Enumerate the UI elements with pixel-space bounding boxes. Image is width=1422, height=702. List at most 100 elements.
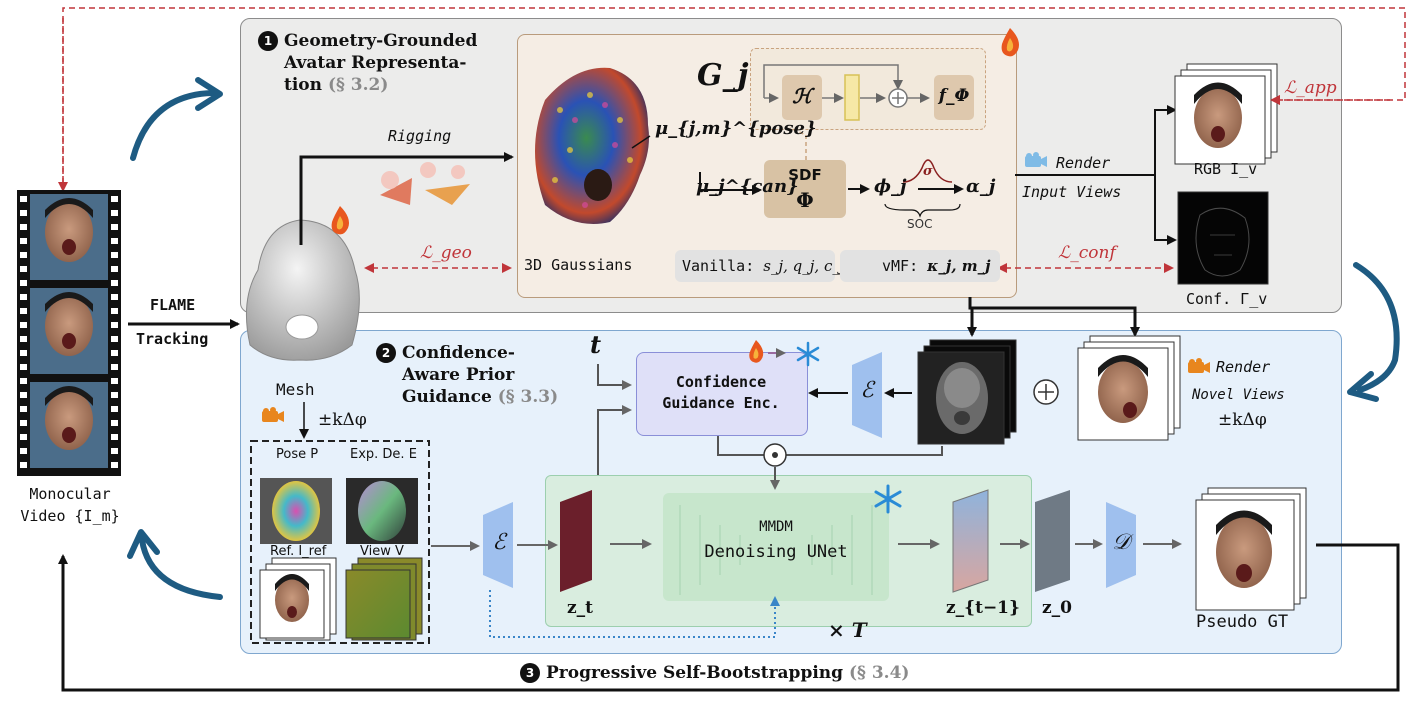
sigma-curve <box>902 159 953 183</box>
pose-map <box>260 478 332 544</box>
latent-z0 <box>1035 490 1070 592</box>
novel-pm-label: ±kΔφ <box>1218 410 1267 430</box>
l-app-label: ℒ_app <box>1284 78 1337 98</box>
encoder-e-confidence <box>852 352 882 438</box>
tracking-label: Tracking <box>136 330 209 348</box>
flame-icon <box>331 206 349 235</box>
render2-label: Render <box>1216 358 1271 376</box>
f-phi-label: f_Φ <box>938 86 970 106</box>
snowflake-icon-unet <box>874 484 902 514</box>
gaussian-head <box>535 67 649 224</box>
f-phi-module <box>934 75 974 120</box>
novel-views-label: Novel Views <box>1192 387 1285 403</box>
mu-pose-label: μ_{j,m}^{pose} <box>655 118 817 139</box>
camera-icon-mesh <box>262 407 284 422</box>
rigging-arrow <box>299 152 514 245</box>
l-conf-label: ℒ_conf <box>1058 243 1116 263</box>
ref-image-stack <box>259 557 337 641</box>
exp-map <box>346 478 418 544</box>
z0-label: z_0 <box>1042 598 1072 618</box>
vmf-label: vMF: κ_j, m_j <box>882 257 991 275</box>
render-label: Render <box>1056 154 1111 172</box>
unet-label: Denoising UNet <box>704 542 848 562</box>
alpha-j-label: α_j <box>966 176 996 197</box>
pseudo-gt-label: Pseudo GT <box>1196 612 1289 632</box>
flame-label: FLAME <box>150 296 196 314</box>
rgb-label: RGB I_v <box>1194 160 1258 178</box>
curved-arrow-top-left <box>130 90 215 161</box>
gaussians-label: 3D Gaussians <box>524 256 633 274</box>
soc-label: SOC <box>907 217 933 231</box>
odot-icon <box>763 443 787 467</box>
mesh-pm-label: ±kΔφ <box>318 410 367 430</box>
confidence-map-stack <box>917 339 1017 445</box>
zt-1-label: z_{t−1} <box>946 598 1020 618</box>
decoder-d-label: 𝒟 <box>1112 530 1130 555</box>
soc-brace <box>884 203 961 218</box>
camera-icon-render <box>1025 152 1047 167</box>
conf-label: Conf. Γ_v <box>1186 290 1268 308</box>
confidence-guidance-encoder-box <box>636 352 808 436</box>
conditioning-box <box>250 440 430 644</box>
rigging-label: Rigging <box>388 127 452 145</box>
sdf-label: SDF <box>788 166 822 184</box>
dotted-blue-skip <box>489 590 780 638</box>
sdf-phi-label: Φ <box>796 188 814 212</box>
rgb-image-stack <box>1174 63 1278 165</box>
vanilla-label: Vanilla: s_j, q_j, c_j <box>682 257 845 275</box>
curved-arrow-bottom-left <box>139 537 223 600</box>
unet-pattern <box>679 505 873 595</box>
rigging-bones-icon <box>380 162 470 205</box>
l-geo-label: ℒ_geo <box>420 243 472 263</box>
flame-icon-enc <box>749 340 764 363</box>
self-bootstrapping-loop <box>58 543 1400 692</box>
snowflake-icon-enc <box>796 341 820 367</box>
encoder-e-latent <box>483 502 513 588</box>
view-label: View V <box>360 544 404 559</box>
film-strip <box>17 190 121 476</box>
video-frame-1 <box>30 194 108 280</box>
mesh-head <box>245 219 360 361</box>
mu-can-label: μ_j^{can} <box>696 176 799 197</box>
h-module-bar <box>844 74 860 121</box>
latent-zt <box>560 490 592 592</box>
pseudo-gt-stack <box>1195 487 1307 611</box>
phi-j-label: ϕ_j <box>874 176 907 197</box>
video-frame-2 <box>30 288 108 374</box>
latent-zt-1 <box>952 489 989 593</box>
vanilla-pill <box>675 250 835 282</box>
pose-label: Pose P <box>276 447 319 462</box>
t-label: t <box>590 330 602 359</box>
gj-label: G_j <box>697 58 749 93</box>
h-module-label: ℋ <box>792 84 812 108</box>
zt-label: z_t <box>567 598 594 618</box>
encoder-e-conf-label: ℰ <box>860 378 874 403</box>
vmf-pill <box>840 250 1000 282</box>
mmdm-label: MMDM <box>759 519 793 535</box>
curved-arrow-right <box>1353 262 1400 393</box>
sdf-box <box>764 160 846 218</box>
flame-icon-gj <box>1001 28 1019 57</box>
h-module <box>782 75 822 120</box>
view-map-stack <box>345 557 423 641</box>
input-views-label: Input Views <box>1022 183 1122 201</box>
ref-label: Ref. I_ref <box>270 544 327 559</box>
exp-label: Exp. De. E <box>350 447 417 462</box>
h-module-flow <box>763 64 930 108</box>
conf-image <box>1177 191 1269 285</box>
sigma-label: σ <box>923 164 933 179</box>
times-t-label: × T <box>828 618 867 642</box>
encoder-e-latent-label: ℰ <box>492 530 506 555</box>
plus-circle-icon <box>1033 379 1059 405</box>
mesh-label: Mesh <box>276 380 315 399</box>
camera-icon-render2 <box>1188 358 1210 373</box>
decoder-d <box>1106 502 1136 588</box>
video-frame-3 <box>30 382 108 468</box>
novel-views-stack <box>1077 335 1181 441</box>
